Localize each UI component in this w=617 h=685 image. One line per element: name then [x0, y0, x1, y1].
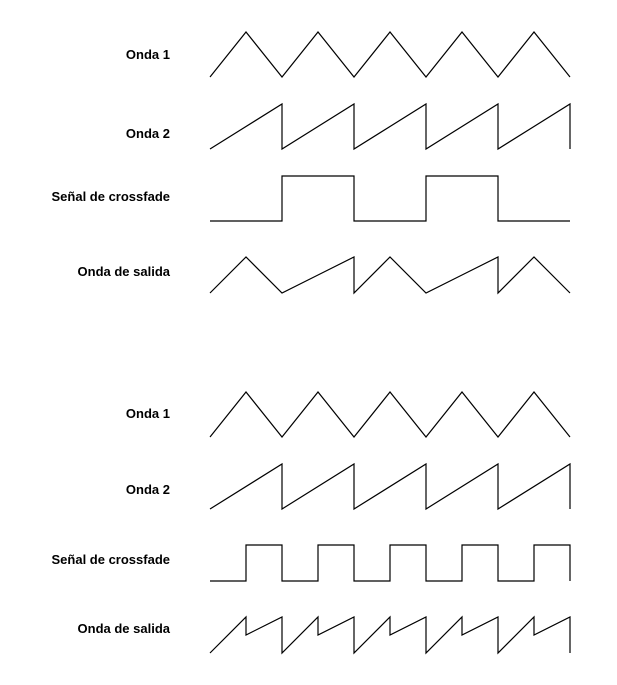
panel2-onda2-sawtooth-wave — [209, 462, 571, 511]
panel1-label-crossfade: Señal de crossfade — [51, 189, 171, 204]
panel1-crossfade-square-wave — [210, 175, 570, 222]
panel2-onda1-triangle-wave — [209, 391, 571, 438]
panel1-onda1-triangle-wave — [209, 31, 571, 78]
panel2-label-salida: Onda de salida — [77, 621, 170, 636]
panel1-output-wave — [209, 256, 571, 295]
panel1-label-onda2: Onda 2 — [125, 126, 170, 141]
panel1-onda2-sawtooth-wave — [209, 102, 571, 151]
panel2-label-onda2: Onda 2 — [125, 482, 170, 497]
panel1-label-salida: Onda de salida — [77, 264, 170, 279]
panel1-label-onda1: Onda 1 — [125, 47, 170, 62]
panel2-crossfade-square-wave — [210, 544, 571, 582]
panel2-output-wave — [209, 615, 571, 655]
panel2-label-onda1: Onda 1 — [125, 406, 170, 421]
panel2-label-crossfade: Señal de crossfade — [51, 552, 171, 567]
